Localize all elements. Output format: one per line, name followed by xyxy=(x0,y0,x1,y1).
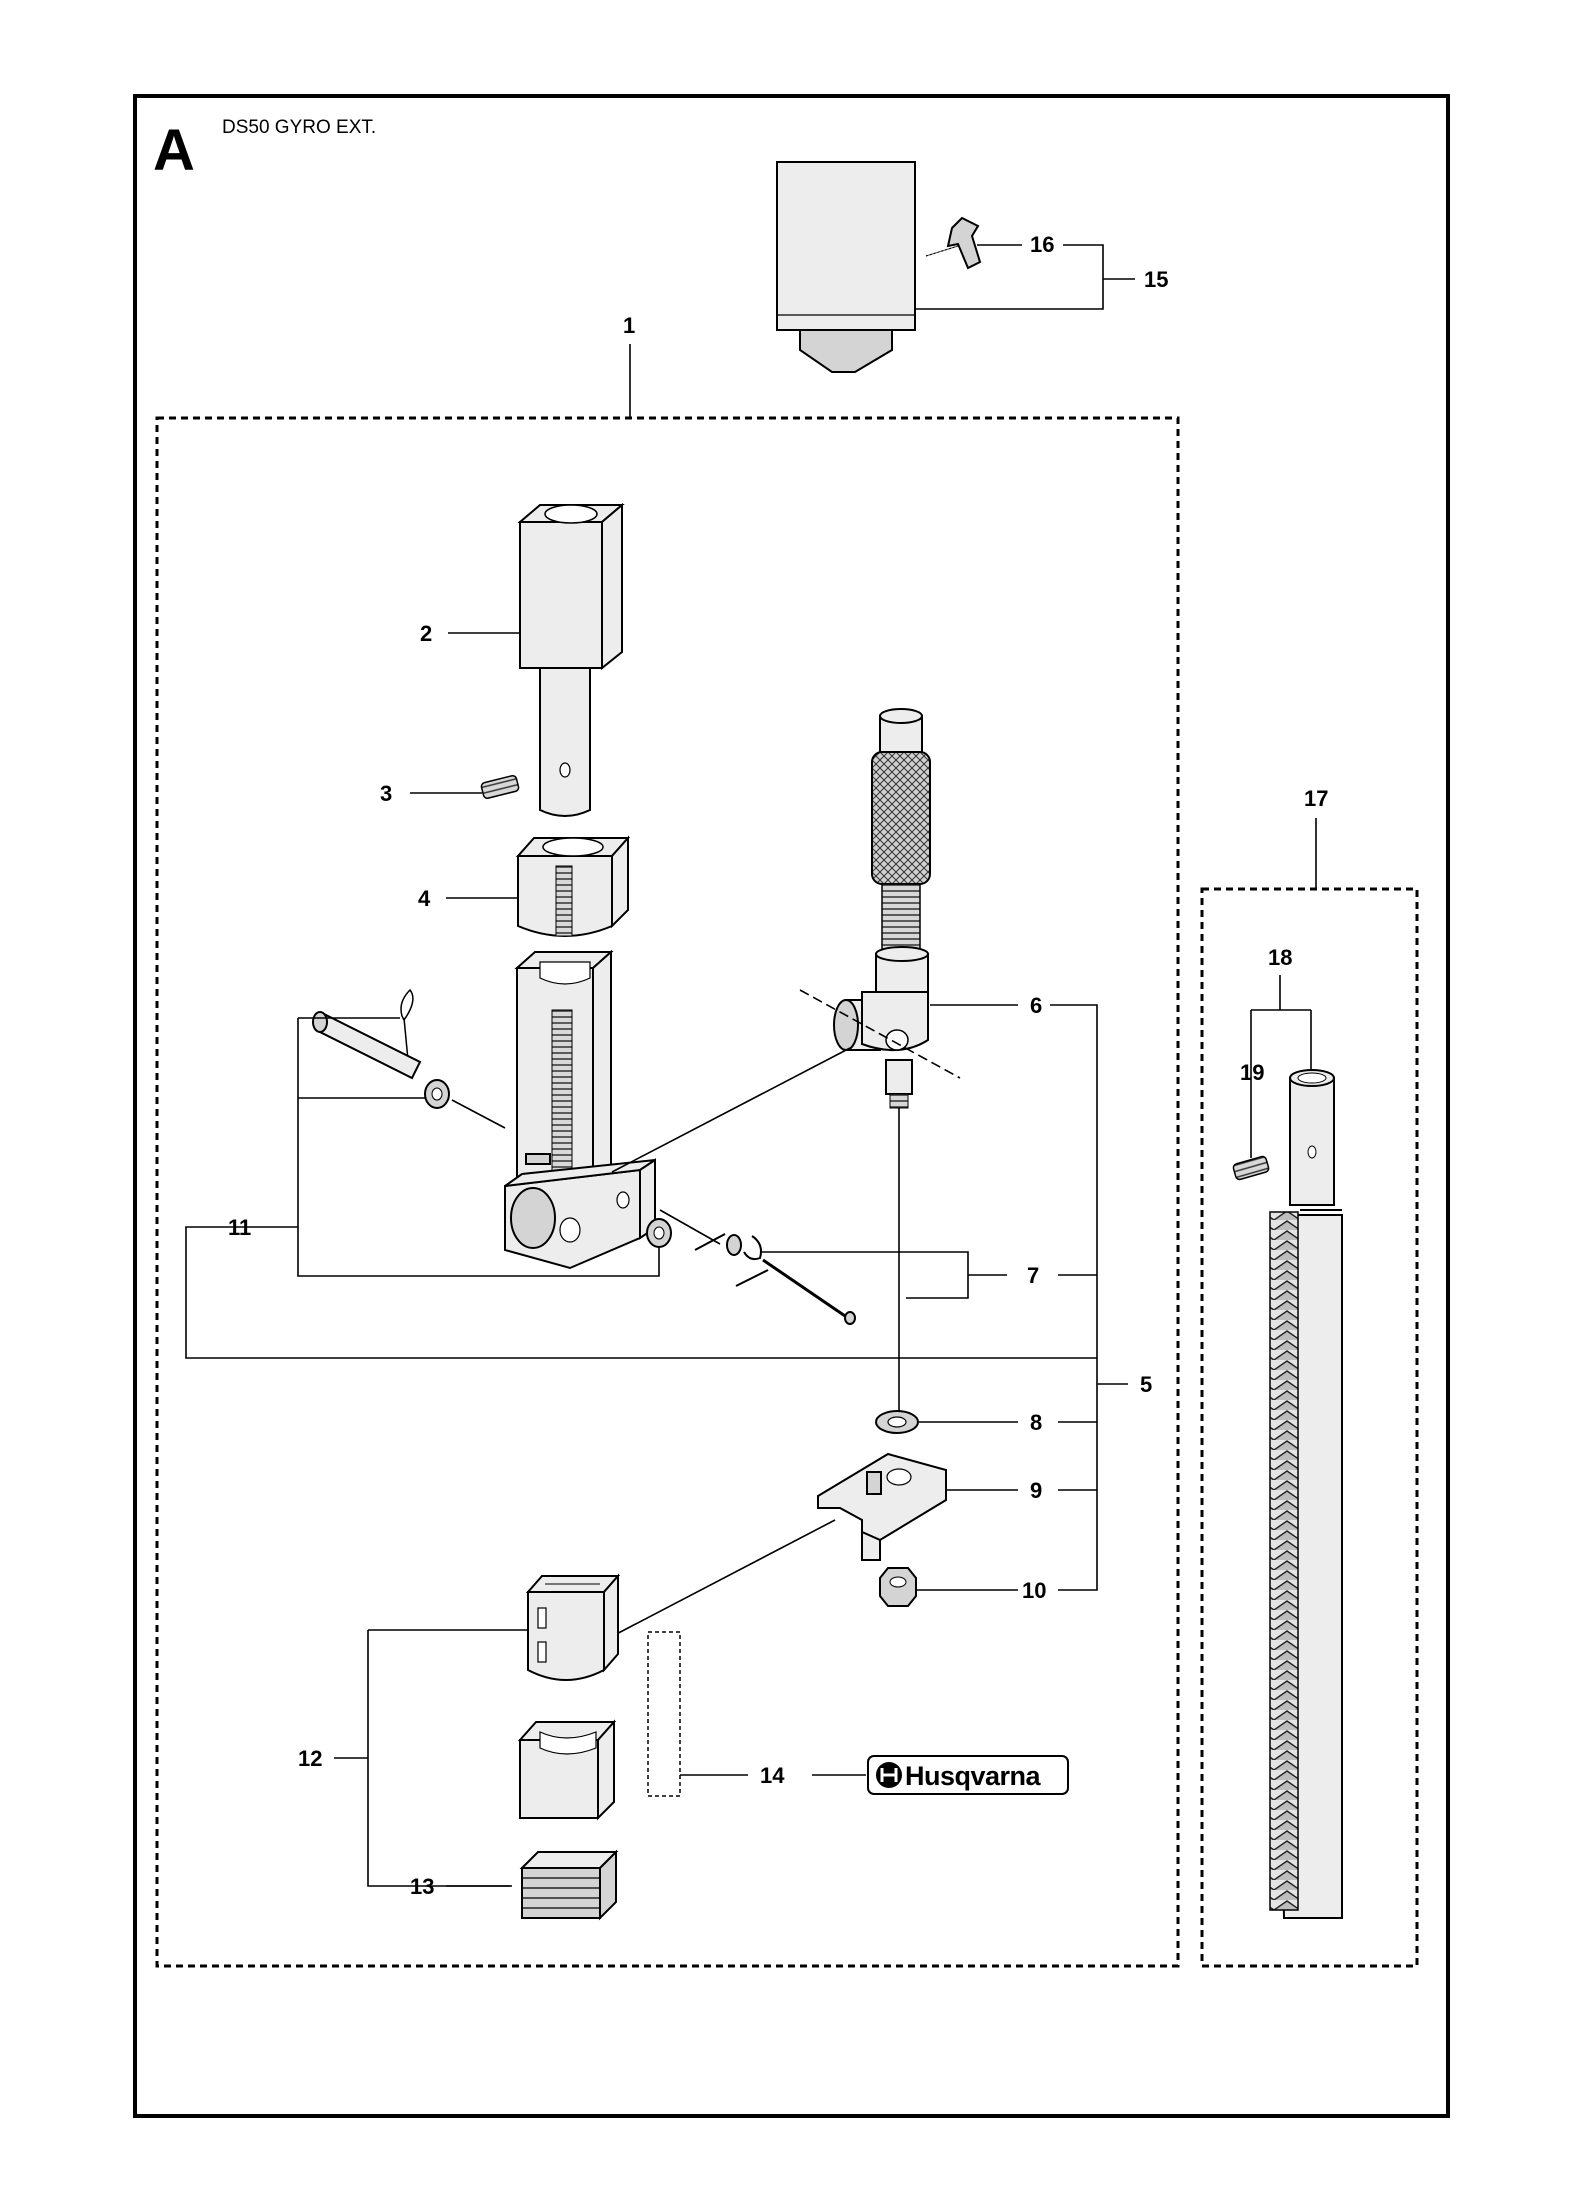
part-14-label-outline xyxy=(647,1631,681,1797)
callout-12: 12 xyxy=(298,1746,322,1771)
callout-8: 8 xyxy=(1030,1410,1042,1435)
part-2-upper-column xyxy=(517,502,625,817)
leader-6-to-foot xyxy=(611,1047,851,1173)
callout-9: 9 xyxy=(1030,1478,1042,1503)
callout-14: 14 xyxy=(760,1763,785,1788)
page-frame xyxy=(133,94,1450,2118)
callout-13: 13 xyxy=(410,1874,434,1899)
part-13-end-cap xyxy=(519,1849,619,1921)
part-3-set-screw xyxy=(480,774,520,800)
part-19-set-screw xyxy=(1232,1155,1270,1181)
part-12-lower-sleeve xyxy=(517,1719,617,1821)
leader-6-axis xyxy=(799,989,961,1079)
callout-15: 15 xyxy=(1144,267,1168,292)
husqvarna-crown-logo-icon xyxy=(876,1762,902,1788)
callout-11: 11 xyxy=(228,1215,251,1240)
part-7-clip-pins xyxy=(694,1233,856,1325)
brand-label-text: Husqvarna xyxy=(905,1761,1042,1791)
callout-19: 19 xyxy=(1240,1060,1264,1085)
assembly-1-dashed-box xyxy=(155,416,1180,1968)
part-16-wing-screw xyxy=(925,216,982,270)
part-4-collar xyxy=(515,835,631,937)
part-15-extension-block xyxy=(776,161,916,373)
callout-1: 1 xyxy=(623,313,635,338)
leader-9-to-tube xyxy=(604,1519,836,1641)
part-14-brand-label: Husqvarna xyxy=(867,1755,1069,1795)
callout-17: 17 xyxy=(1304,786,1328,811)
part-lower-column-with-foot xyxy=(504,949,656,1270)
callout-4: 4 xyxy=(418,886,431,911)
callout-16: 16 xyxy=(1030,232,1054,257)
section-title: DS50 GYRO EXT. xyxy=(222,117,376,138)
leader-7 xyxy=(760,1251,1007,1299)
callout-2: 2 xyxy=(420,621,432,646)
leader-12 xyxy=(334,1629,528,1887)
part-10-nut xyxy=(879,1567,917,1607)
part-8-washer xyxy=(875,1410,919,1434)
leader-5 xyxy=(1050,1004,1128,1591)
callout-5: 5 xyxy=(1140,1372,1152,1397)
leader-18 xyxy=(1250,975,1312,1158)
part-12-upper-sleeve xyxy=(525,1573,621,1681)
callout-7: 7 xyxy=(1027,1263,1039,1288)
callout-6: 6 xyxy=(1030,993,1042,1018)
section-letter: A xyxy=(153,118,195,183)
part-9-fork-bracket xyxy=(817,1452,947,1561)
leader-15 xyxy=(916,244,1135,310)
assembly-17-dashed-box xyxy=(1200,887,1419,1968)
part-6-threaded-spindle xyxy=(833,708,931,1109)
part-11-pin-and-washers xyxy=(312,988,672,1248)
callout-3: 3 xyxy=(380,781,392,806)
leader-pin-axis xyxy=(451,1099,721,1245)
part-18-rack-column xyxy=(1269,1069,1343,1919)
callout-10: 10 xyxy=(1022,1578,1046,1603)
leader-11 xyxy=(185,1017,1097,1359)
callout-18: 18 xyxy=(1268,945,1292,970)
